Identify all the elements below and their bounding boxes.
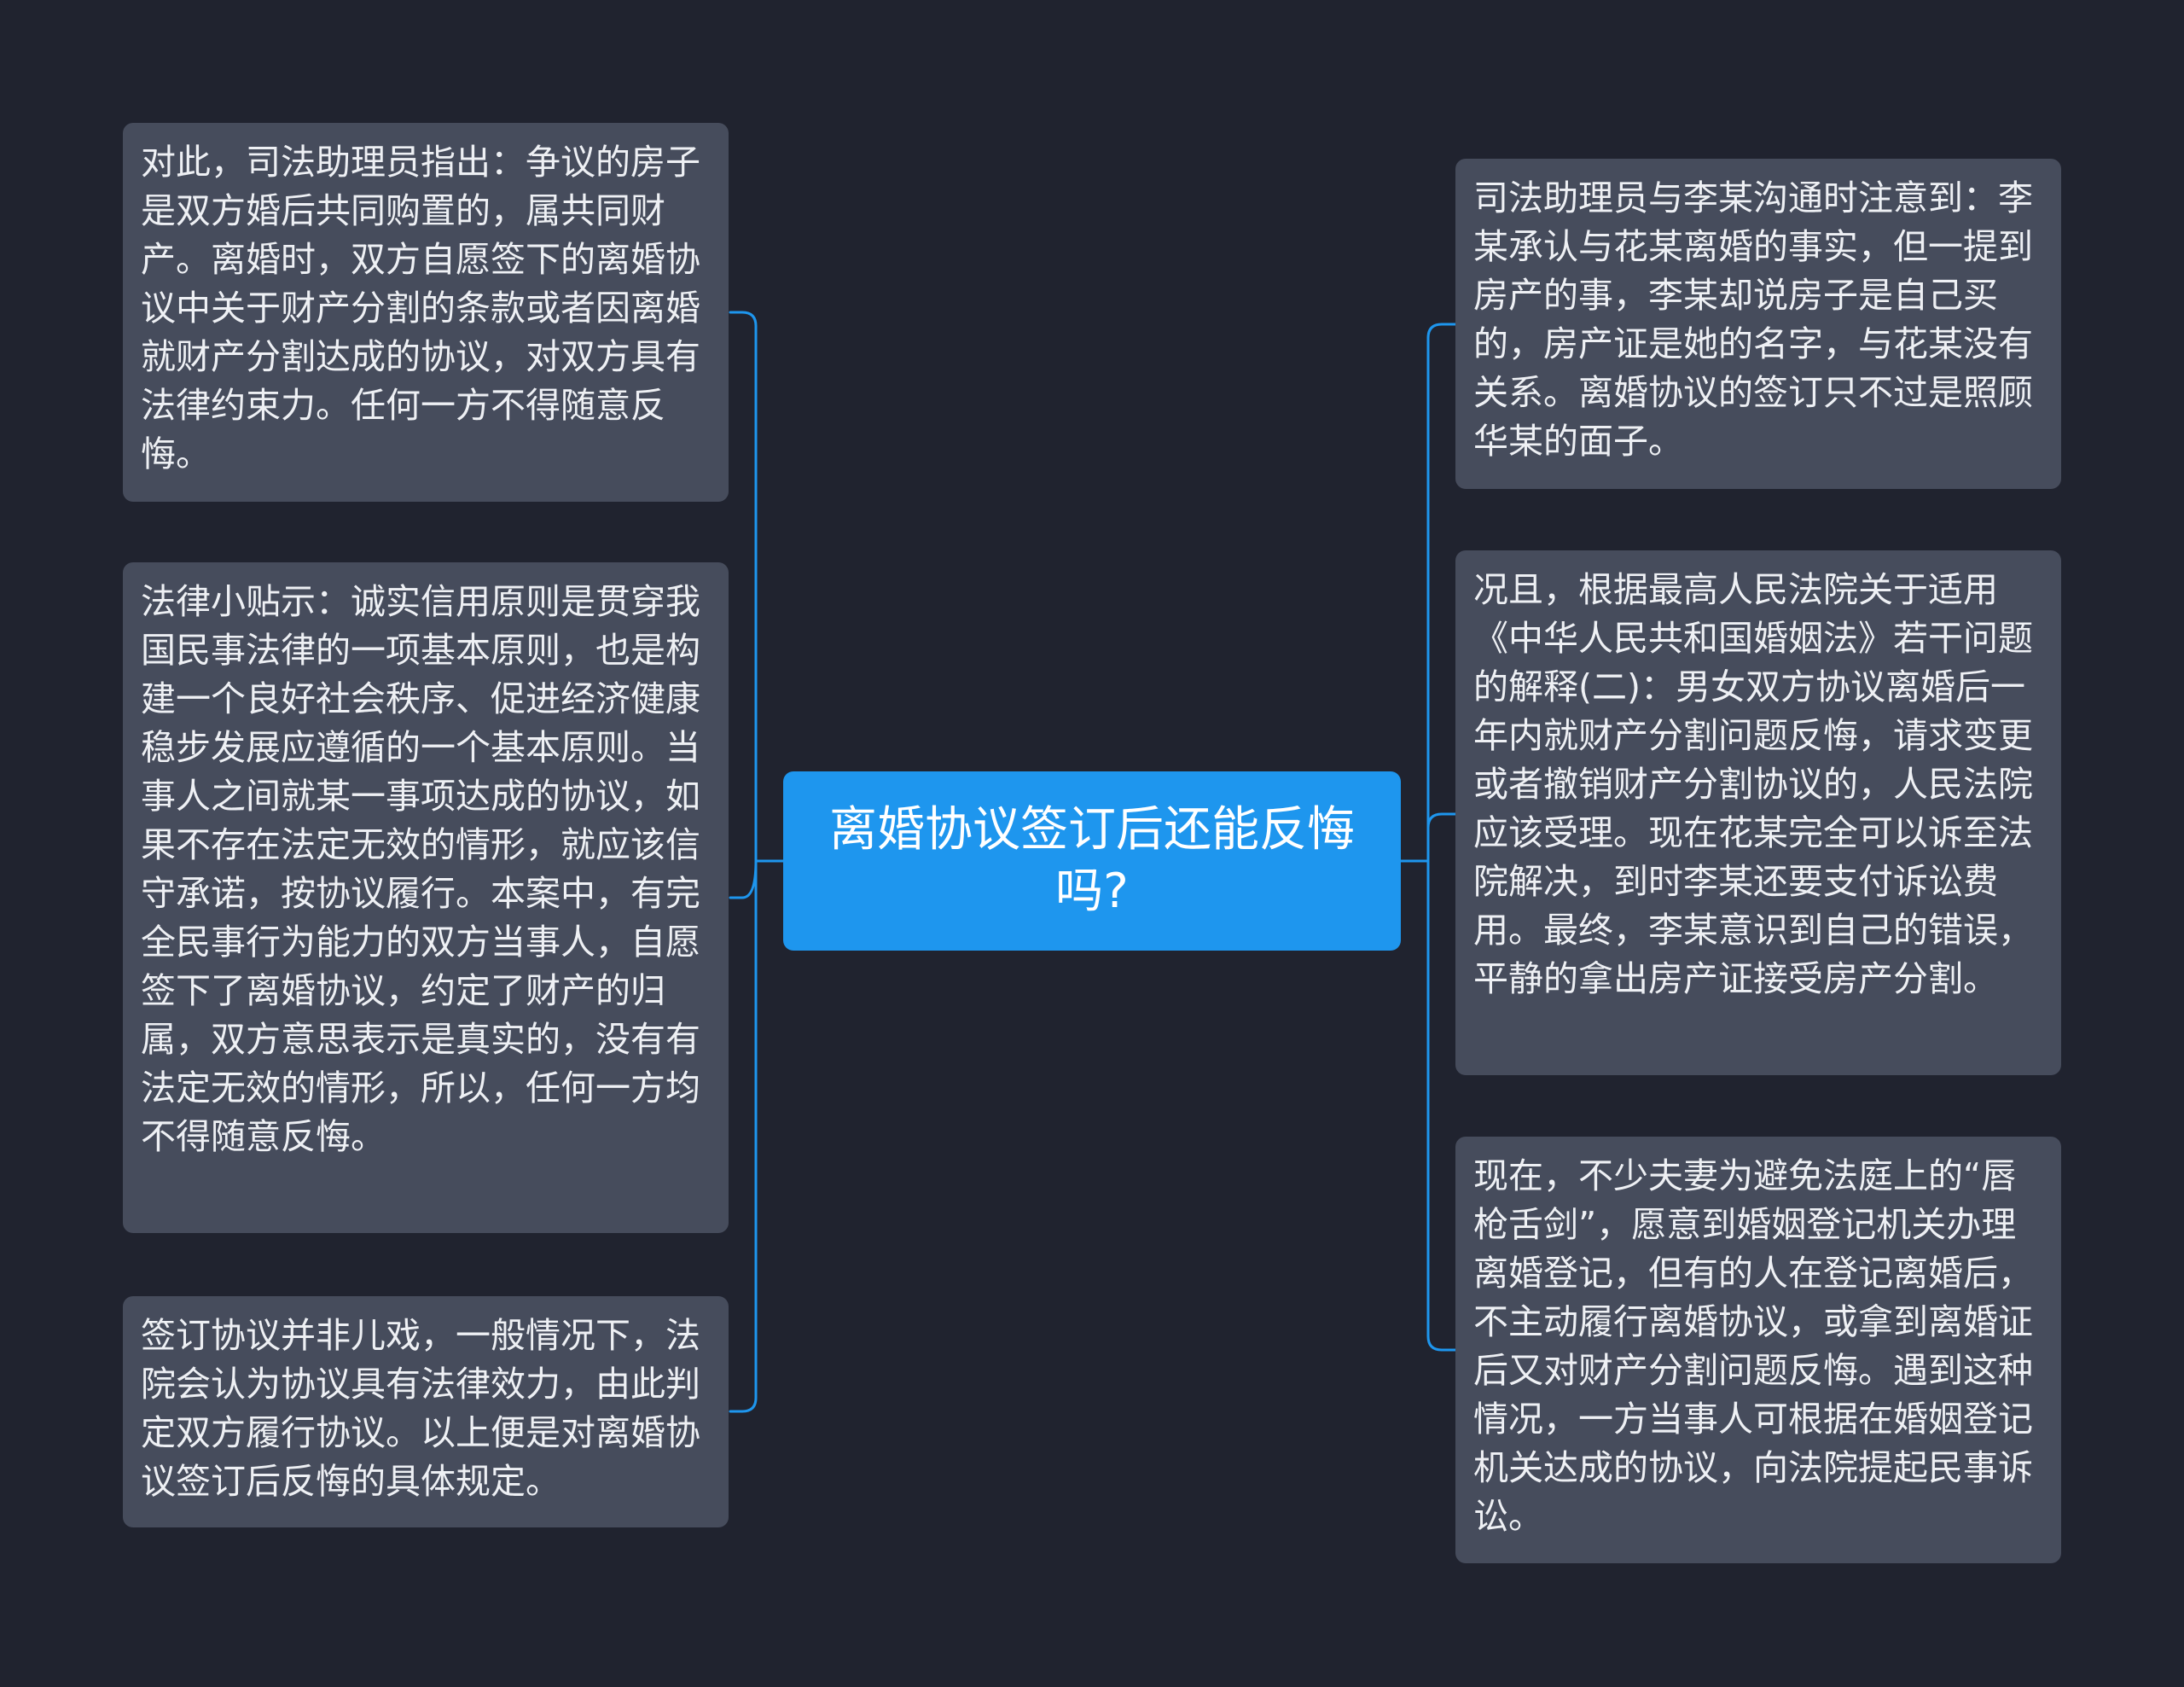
left-topic-3[interactable]: 签订协议并非儿戏，一般情况下，法院会认为协议具有法律效力，由此判定双方履行协议。… [123, 1296, 729, 1527]
left-topic-3-text: 签订协议并非儿戏，一般情况下，法院会认为协议具有法律效力，由此判定双方履行协议。… [141, 1315, 700, 1502]
connector-left-2 [729, 859, 758, 899]
right-topic-2[interactable]: 况且，根据最高人民法院关于适用《中华人民共和国婚姻法》若干问题的解释(二)：男女… [1455, 550, 2061, 1075]
right-topic-1[interactable]: 司法助理员与李某沟通时注意到：李某承认与花某离婚的事实，但一提到房产的事，李某却… [1455, 159, 2061, 489]
connector-left-1 [729, 311, 758, 863]
right-topic-3-text: 现在，不少夫妻为避免法庭上的“唇枪舌剑”，愿意到婚姻登记机关办理离婚登记，但有的… [1473, 1155, 2033, 1537]
right-topic-1-text: 司法助理员与李某沟通时注意到：李某承认与花某离婚的事实，但一提到房产的事，李某却… [1473, 177, 2033, 462]
left-topic-1[interactable]: 对此，司法助理员指出：争议的房子是双方婚后共同购置的，属共同财产。离婚时，双方自… [123, 123, 729, 502]
central-topic[interactable]: 离婚协议签订后还能反悔吗? [783, 771, 1401, 951]
connector-right-2 [1426, 812, 1457, 863]
right-topic-3[interactable]: 现在，不少夫妻为避免法庭上的“唇枪舌剑”，愿意到婚姻登记机关办理离婚登记，但有的… [1455, 1137, 2061, 1563]
connector-right-3 [1426, 859, 1457, 1352]
right-topic-2-text: 况且，根据最高人民法院关于适用《中华人民共和国婚姻法》若干问题的解释(二)：男女… [1473, 569, 2033, 999]
connector-right-1 [1426, 323, 1457, 863]
left-topic-2-text: 法律小贴示：诚实信用原则是贯穿我国民事法律的一项基本原则，也是构建一个良好社会秩… [141, 581, 700, 1157]
central-topic-label: 离婚协议签订后还能反悔吗? [829, 802, 1355, 919]
left-topic-1-text: 对此，司法助理员指出：争议的房子是双方婚后共同购置的，属共同财产。离婚时，双方自… [141, 142, 700, 474]
connector-left-3 [729, 859, 758, 1413]
left-topic-2[interactable]: 法律小贴示：诚实信用原则是贯穿我国民事法律的一项基本原则，也是构建一个良好社会秩… [123, 562, 729, 1233]
